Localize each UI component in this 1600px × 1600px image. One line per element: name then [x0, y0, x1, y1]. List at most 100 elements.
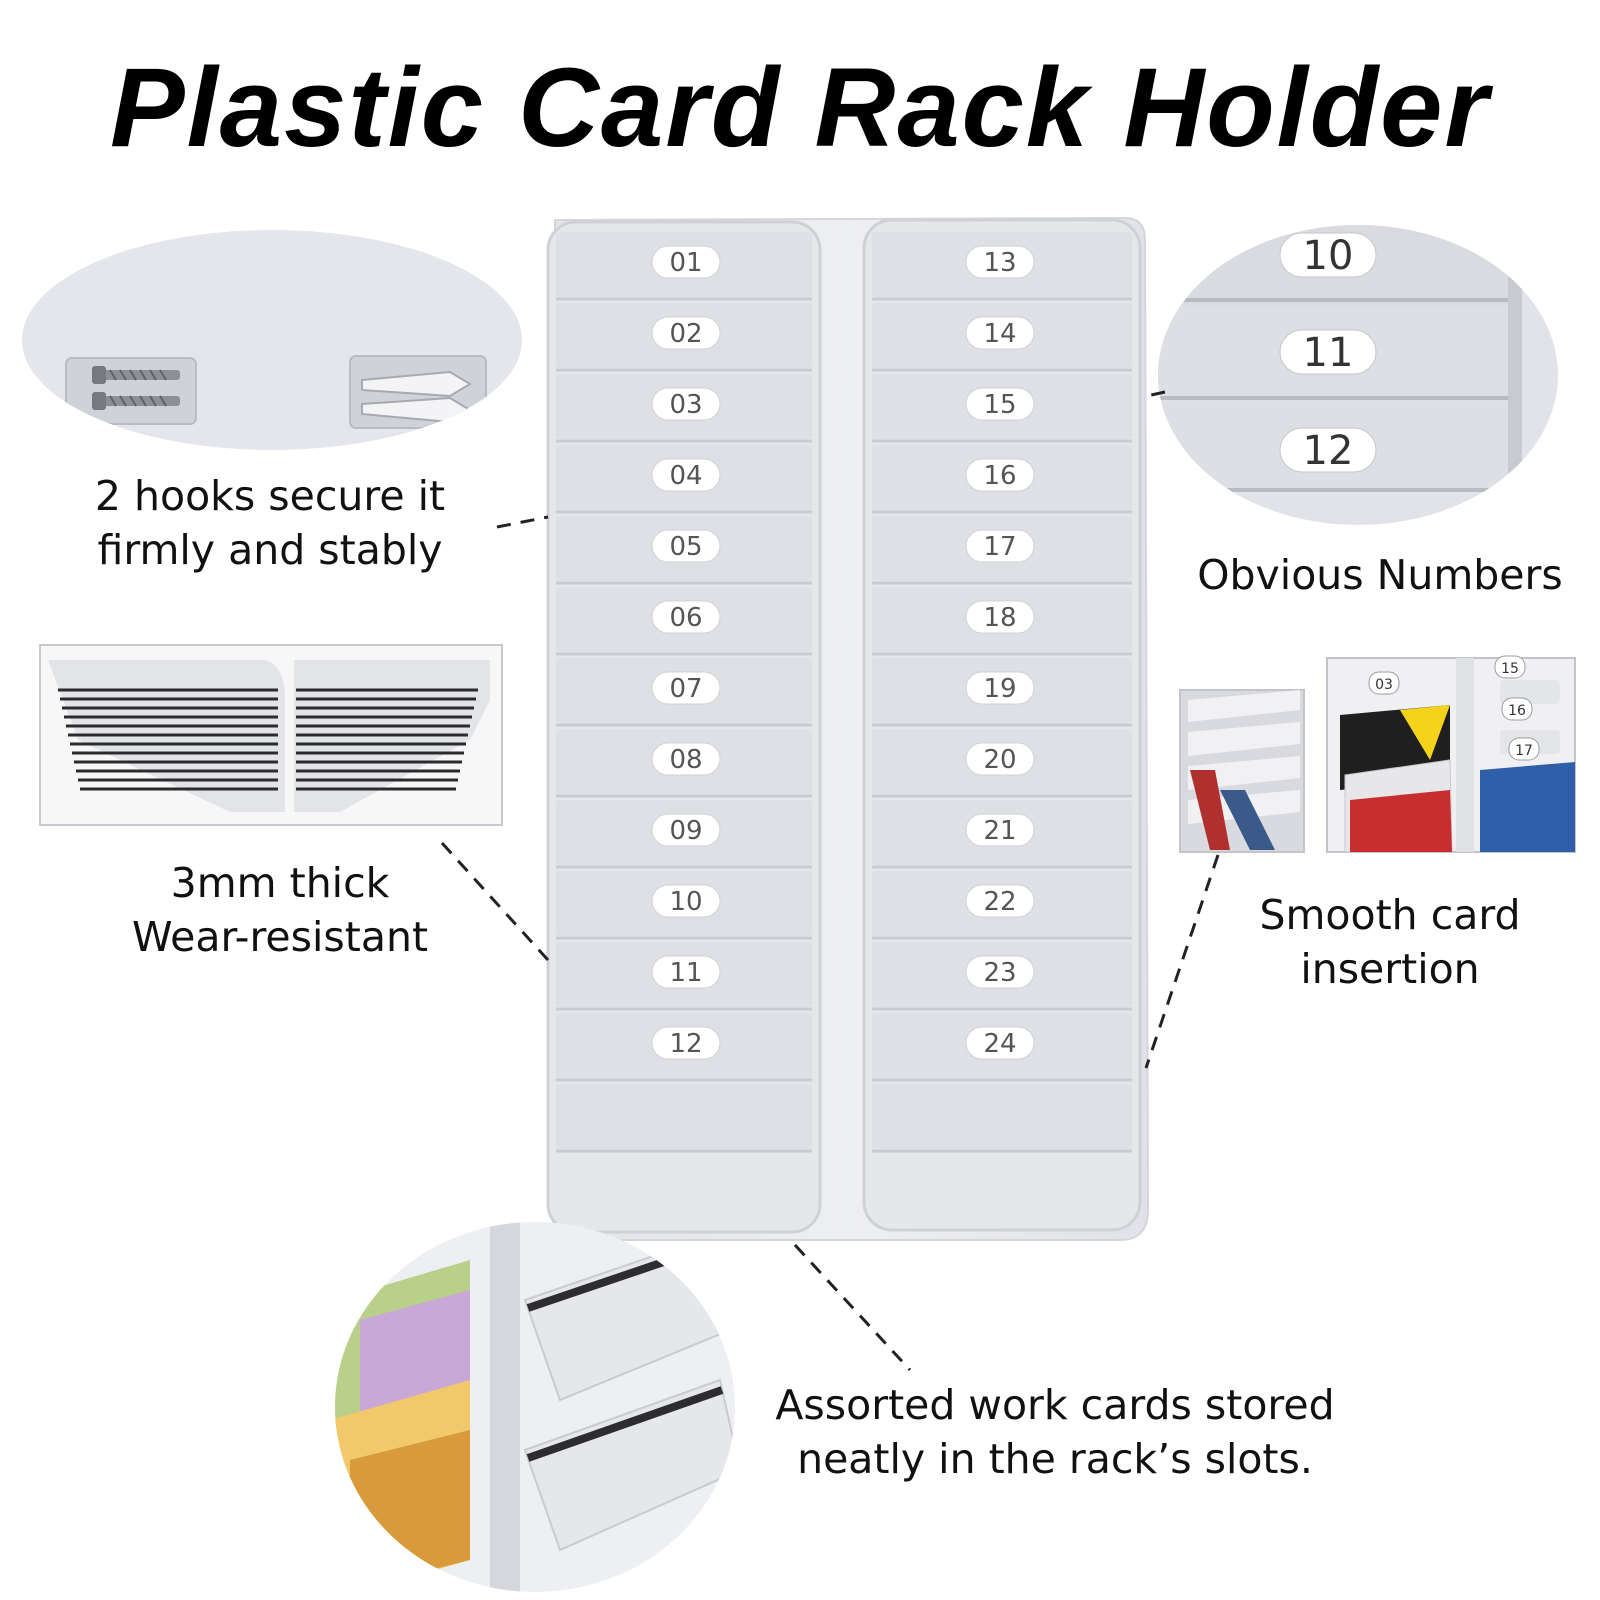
rack-slot: 04 — [556, 445, 812, 514]
rack-slot: 06 — [556, 587, 812, 656]
slot-number-badge — [651, 813, 721, 847]
slot-number: 09 — [669, 816, 702, 846]
slot-number-badge — [965, 742, 1035, 776]
slot-number: 04 — [669, 461, 702, 491]
slot-number: 19 — [983, 674, 1016, 704]
rack-slot: 13 — [872, 232, 1132, 301]
insertion-caption-line2: insertion — [1300, 945, 1480, 993]
slot-number-badge — [965, 813, 1035, 847]
slot-number: 02 — [669, 319, 702, 349]
card-rack: 01 02 03 04 05 06 07 08 09 10 11 12 13 14 15 16 17 18 19 20… — [546, 216, 1150, 1241]
rack-slot: 14 — [872, 303, 1132, 372]
slot-number-badge — [965, 458, 1035, 492]
slot-number: 01 — [669, 248, 702, 278]
rack-slot: 21 — [872, 800, 1132, 869]
zoom-number: 11 — [1303, 330, 1354, 376]
slot-number-badge — [651, 884, 721, 918]
slot-number: 07 — [669, 674, 702, 704]
slot-number: 13 — [983, 248, 1016, 278]
stored-caption-line1: Assorted work cards stored — [775, 1381, 1335, 1429]
photo-number: 17 — [1515, 743, 1533, 759]
slot-number: 18 — [983, 603, 1016, 633]
rack-slot: 20 — [872, 729, 1132, 798]
numbers-caption-label: Obvious Numbers — [1197, 551, 1563, 599]
photo-number: 03 — [1375, 677, 1393, 693]
rack-slot: 22 — [872, 871, 1132, 940]
slot-number: 05 — [669, 532, 702, 562]
slot-number-badge — [651, 316, 721, 350]
thickness-caption-line2: Wear-resistant — [131, 913, 429, 961]
rack-slot: 12 — [556, 1013, 812, 1082]
slot-number: 23 — [983, 958, 1016, 988]
slot-number-badge — [965, 884, 1035, 918]
photo-number: 15 — [1501, 661, 1519, 677]
leader-line-insertion — [1144, 854, 1220, 1069]
page-title: Plastic Card Rack Holder — [109, 45, 1491, 170]
zoom-number-badge: 11 — [1279, 329, 1377, 376]
zoom-number: 12 — [1303, 428, 1354, 474]
slot-number-badge — [651, 387, 721, 421]
rack-slot: 02 — [556, 303, 812, 372]
photo-number-badge: 16 — [1501, 697, 1533, 721]
insertion-photo-left — [1179, 689, 1305, 853]
slot-number-badge — [651, 458, 721, 492]
zoom-number-badge: 10 — [1279, 232, 1377, 279]
rack-slot: 16 — [872, 445, 1132, 514]
slot-number-badge — [965, 316, 1035, 350]
slot-number-badge — [965, 671, 1035, 705]
slot-number-badge — [651, 245, 721, 279]
rack-slot: 05 — [556, 516, 812, 585]
slot-number: 24 — [983, 1029, 1016, 1059]
slot-number-badge — [651, 600, 721, 634]
numbers-caption: Obvious Numbers — [1180, 548, 1580, 602]
slot-number: 12 — [669, 1029, 702, 1059]
rack-slot: 23 — [872, 942, 1132, 1011]
slot-number-badge — [965, 387, 1035, 421]
rack-slot: 24 — [872, 1013, 1132, 1082]
rack-slot-empty — [872, 1084, 1132, 1153]
stored-caption: Assorted work cards stored neatly in the… — [755, 1378, 1355, 1486]
insertion-photo-right: 03 15 16 17 — [1326, 655, 1576, 853]
photo-number-badge: 17 — [1508, 737, 1540, 761]
thickness-caption: 3mm thick Wear-resistant — [100, 856, 460, 964]
rack-slot: 08 — [556, 729, 812, 798]
slot-number-badge — [965, 955, 1035, 989]
leader-line-numbers — [1141, 390, 1166, 399]
rack-slot: 17 — [872, 516, 1132, 585]
slot-number-badge — [651, 529, 721, 563]
slot-number-badge — [651, 955, 721, 989]
insertion-caption-line1: Smooth card — [1259, 891, 1521, 939]
leader-line-stored — [793, 1243, 912, 1372]
slot-number: 22 — [983, 887, 1016, 917]
photo-number: 16 — [1508, 703, 1526, 719]
slot-number-badge — [965, 600, 1035, 634]
rack-slot: 15 — [872, 374, 1132, 443]
slot-number: 17 — [983, 532, 1016, 562]
wall-anchor-icon — [361, 370, 472, 424]
slot-number-badge — [965, 1026, 1035, 1060]
numbers-zoom: 10 11 12 — [1158, 225, 1558, 525]
zoom-number-badge: 12 — [1279, 427, 1377, 474]
rack-slot: 11 — [556, 942, 812, 1011]
thickness-photo — [39, 644, 503, 826]
stored-cards-zoom — [335, 1222, 735, 1592]
slot-number-badge — [965, 245, 1035, 279]
rack-slot: 07 — [556, 658, 812, 727]
slot-number-badge — [965, 529, 1035, 563]
screw-icon — [92, 366, 180, 410]
thickness-caption-line1: 3mm thick — [170, 859, 390, 907]
slot-number: 10 — [669, 887, 702, 917]
slot-number-badge — [651, 1026, 721, 1060]
hooks-zoom — [22, 230, 522, 450]
rack-slot: 01 — [556, 232, 812, 301]
slot-number: 11 — [669, 958, 702, 988]
slot-number: 20 — [983, 745, 1016, 775]
rack-slot: 10 — [556, 871, 812, 940]
slot-number: 16 — [983, 461, 1016, 491]
slot-number: 15 — [983, 390, 1016, 420]
leader-lines — [440, 390, 1220, 1372]
hooks-caption: 2 hooks secure it firmly and stably — [80, 469, 460, 577]
slot-number-badge — [651, 671, 721, 705]
slot-number: 03 — [669, 390, 702, 420]
